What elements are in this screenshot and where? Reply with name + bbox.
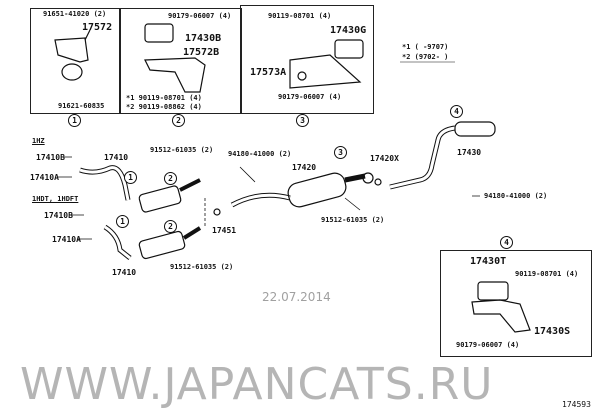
inset-callout: 3 [296,114,309,127]
pipe-17410-1hz [138,185,182,213]
part-label: 17410A [52,235,81,244]
callout-1: 1 [124,171,137,184]
bracket-17572 [54,37,89,63]
mount-17430G [334,39,364,59]
part-label: 17410B [44,211,73,220]
part-label: 91621-60835 [58,102,105,110]
part-label: *1 90119-08701 (4) [126,94,202,102]
part-label: 91512-61035 (2) [321,216,385,224]
inset-callout: 2 [172,114,185,127]
part-label: 17420 [292,163,317,172]
part-label: 17430S [534,326,571,337]
part-label: 17430T [470,256,507,267]
inset-3-box [240,5,374,114]
muffler-17420 [287,172,347,208]
callout-2: 2 [164,172,177,185]
pipe-17410-1hdt [138,230,186,260]
part-label: 17430B [185,33,222,44]
part-label: 91512-61035 (2) [150,146,214,154]
part-label: 90119-08701 (4) [515,270,579,278]
flange [362,172,374,184]
part-label: 17420X [370,154,399,163]
part-label: 17430 [457,148,482,157]
part-label: 17410A [30,173,59,182]
inset-callout: 1 [68,114,81,127]
part-label: 90179-06007 (4) [168,12,232,20]
part-label: *2 90119-08862 (4) [126,103,202,111]
callout-2: 2 [164,220,177,233]
part-label: 17572B [183,47,220,58]
part-label: 90119-08701 (4) [268,12,332,20]
callout-4: 4 [450,105,463,118]
engine-label-1hdt: 1HDT, 1HDFT [32,195,79,203]
part-label: 94180-41000 (2) [484,192,548,200]
part-label: 91512-61035 (2) [170,263,234,271]
part-label: 17430G [330,25,367,36]
inset-callout: 4 [500,236,513,249]
part-label: 91651-41020 (2) [43,10,107,18]
part-label: 17410 [104,153,129,162]
legend-2: *2 (9702- ) [402,53,449,61]
mount-17430B [144,23,174,43]
part-label: 17410B [36,153,65,162]
diagram-number: 174593 [562,400,591,409]
inset-4-box [440,250,592,357]
gasket-17420X [374,178,382,186]
callout-1: 1 [116,215,129,228]
inset-2-box [119,8,242,114]
part-label: 94180-41000 (2) [228,150,292,158]
engine-label-1hz: 1HZ [32,137,45,145]
inset-1-box [30,8,121,114]
part-label: 17573A [250,67,287,78]
date-stamp: 22.07.2014 [262,290,331,304]
legend-1: *1 ( -9707) [402,43,449,51]
tailpipe-17430 [454,121,496,137]
part-label: 90179-06007 (4) [278,93,342,101]
part-label: 17451 [212,226,237,235]
gasket-17451 [213,208,221,216]
bracket-17572B [144,57,206,93]
part-label: 90179-06007 (4) [456,341,520,349]
clamp [61,63,83,81]
callout-3: 3 [334,146,347,159]
part-label: 17410 [112,268,137,277]
bracket-17430S [471,299,531,333]
watermark: WWW.JAPANCATS.RU [20,359,494,410]
part-label: 17572 [82,22,113,33]
bracket-17573A [289,54,362,89]
